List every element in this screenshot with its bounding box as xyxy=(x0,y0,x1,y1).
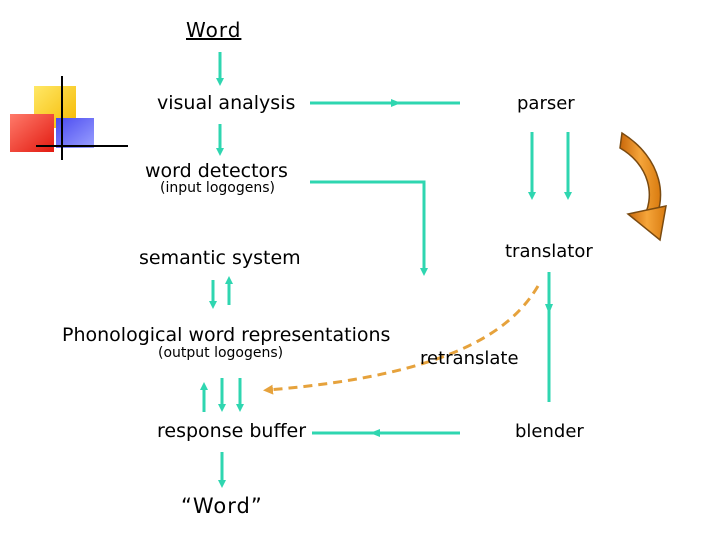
arrow-detectors-to-retranslate xyxy=(310,180,428,276)
label-blender: blender xyxy=(515,421,584,442)
arrowhead-blender-to-buffer xyxy=(370,429,380,437)
dashed-arrow-translator-to-phonological xyxy=(263,285,540,395)
label-word-detectors: word detectors xyxy=(145,160,288,182)
label-input-logogens: (input logogens) xyxy=(160,180,275,196)
decorative-squares xyxy=(10,76,128,160)
loop-arrow-head xyxy=(626,205,667,242)
label-visual-analysis: visual analysis xyxy=(157,92,296,114)
label-retranslate: retranslate xyxy=(420,348,519,369)
label-phonological-word-representations: Phonological word representations xyxy=(62,324,391,346)
label-parser: parser xyxy=(517,93,575,114)
label-output-logogens: (output logogens) xyxy=(158,345,284,361)
label-translator: translator xyxy=(505,241,593,262)
arrowhead-translator-to-blender xyxy=(545,304,553,314)
left-column-arrows xyxy=(200,52,244,488)
label-semantic-system: semantic system xyxy=(139,247,301,269)
title-word: Word xyxy=(186,18,242,42)
loop-arrow-icon xyxy=(619,131,667,242)
label-response-buffer: response buffer xyxy=(157,420,307,442)
arrowhead-visual-to-parser xyxy=(391,99,401,107)
label-output-word: “Word” xyxy=(181,494,263,518)
right-column-arrows xyxy=(310,99,572,437)
